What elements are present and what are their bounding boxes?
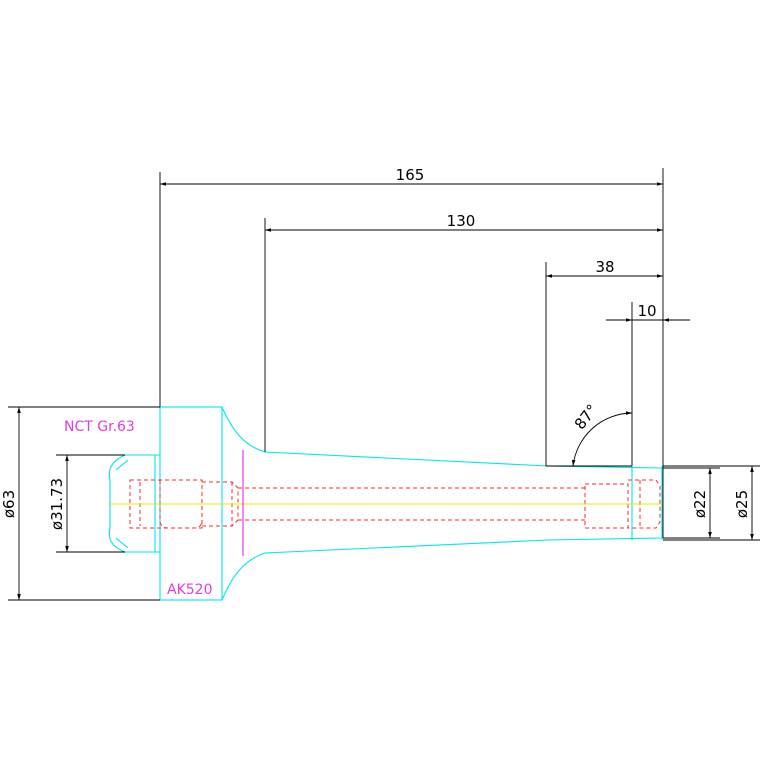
dim-taper-angle: 87° — [571, 401, 602, 433]
part-outline — [108, 406, 663, 601]
extension-lines — [8, 168, 760, 601]
dim-tip-inner-diameter: ø22 — [691, 490, 709, 518]
drawbar-pocket — [129, 479, 203, 529]
collet-seat — [584, 483, 629, 529]
body-code-label: AK520 — [167, 582, 212, 598]
dim-overall-length: 165 — [396, 166, 425, 184]
dim-shank-diameter: ø31.73 — [48, 478, 66, 530]
dim-tip-outer-diameter: ø25 — [733, 490, 751, 518]
dim-tip-length: 10 — [637, 302, 656, 320]
dimension-lines — [17, 182, 754, 600]
dim-arc-angle — [571, 411, 633, 467]
shank-standard-label: NCT Gr.63 — [64, 419, 135, 435]
dim-flange-diameter: ø63 — [0, 490, 18, 518]
dim-taper-length: 130 — [447, 212, 476, 230]
dim-nose-length: 38 — [595, 258, 614, 276]
